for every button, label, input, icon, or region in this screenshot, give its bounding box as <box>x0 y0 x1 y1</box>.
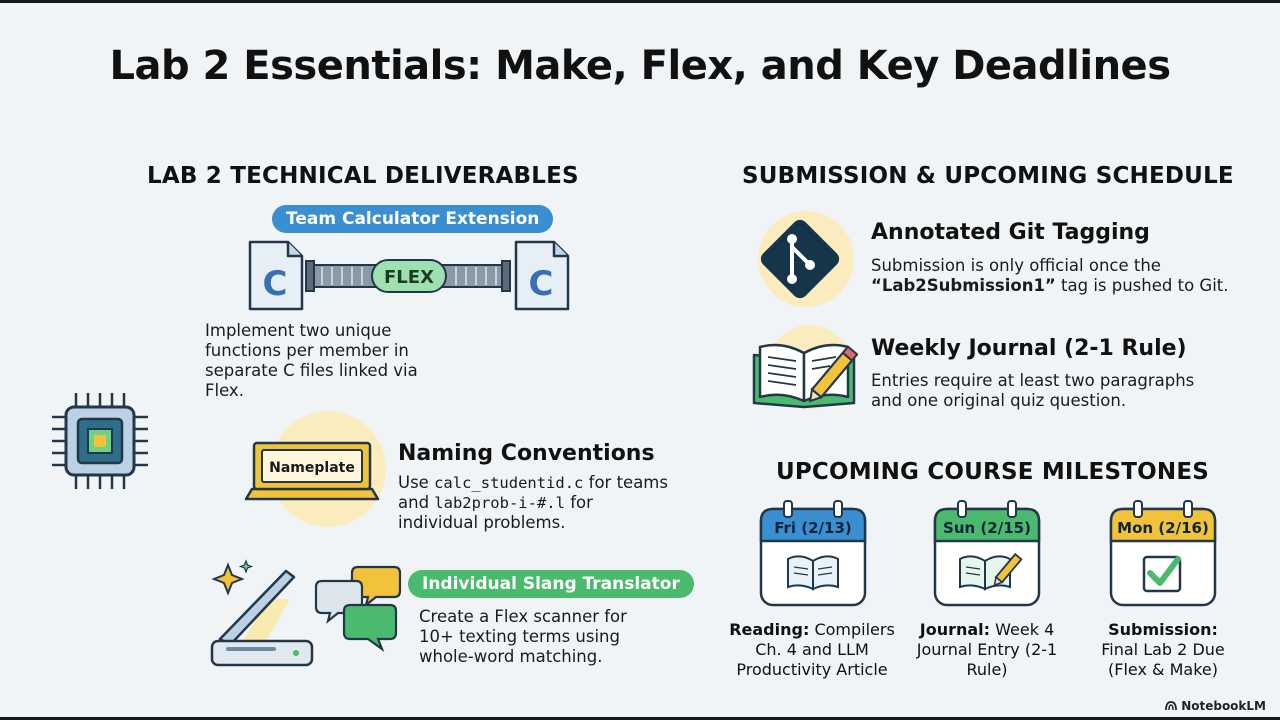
slang-translator-description: Create a Flex scanner for 10+ texting te… <box>419 607 627 666</box>
c-flex-link-illustration: C C FLEX <box>248 240 570 311</box>
naming-conventions-title: Naming Conventions <box>398 441 655 466</box>
individual-filename-code: lab2prob-i-#.l <box>434 494 565 512</box>
git-tagging-description: Submission is only official once the “La… <box>871 256 1229 295</box>
milestone-date: Fri (2/13) <box>774 519 852 537</box>
nameplate-icon: Nameplate <box>244 441 380 501</box>
milestone-date: Mon (2/16) <box>1117 519 1209 537</box>
calendar-card-sun: Sun (2/15) <box>933 500 1041 607</box>
journal-pencil-icon <box>959 552 1023 591</box>
flex-label: FLEX <box>384 267 434 288</box>
cpu-chip-icon <box>52 393 148 489</box>
chat-bubbles-icon <box>314 565 402 653</box>
open-book-pencil-icon <box>752 343 858 409</box>
notebooklm-watermark: NotebookLM <box>1165 699 1266 713</box>
c-file-icon: C <box>248 240 304 311</box>
submission-tag: “Lab2Submission1” <box>871 276 1056 295</box>
git-tagging-title: Annotated Git Tagging <box>871 220 1150 245</box>
submission-heading: SUBMISSION & UPCOMING SCHEDULE <box>742 163 1234 189</box>
weekly-journal-description: Entries require at least two paragraphs … <box>871 371 1195 410</box>
milestone-label-fri: Reading: Compilers Ch. 4 and LLM Product… <box>729 620 895 679</box>
book-icon <box>787 555 839 591</box>
weekly-journal-title: Weekly Journal (2-1 Rule) <box>871 336 1187 361</box>
naming-conventions-description: Use calc_studentid.c for teams and lab2p… <box>398 473 668 532</box>
svg-text:C: C <box>263 264 288 304</box>
milestones-heading: UPCOMING COURSE MILESTONES <box>776 459 1209 485</box>
scanner-chat-illustration <box>210 559 402 667</box>
milestone-label-mon: Submission:Final Lab 2 Due (Flex & Make) <box>1101 620 1225 679</box>
milestone-label-sun: Journal: Week 4 Journal Entry (2-1 Rule) <box>916 620 1058 679</box>
scanner-icon <box>210 569 314 667</box>
deliverables-heading: LAB 2 TECHNICAL DELIVERABLES <box>147 163 579 189</box>
checkbox-check-icon <box>1142 555 1182 593</box>
svg-text:C: C <box>529 264 554 304</box>
slang-translator-pill: Individual Slang Translator <box>408 570 694 598</box>
git-icon <box>760 219 840 299</box>
team-filename-code: calc_studentid.c <box>434 474 584 492</box>
milestone-date: Sun (2/15) <box>943 519 1031 537</box>
team-calculator-description: Implement two unique functions per membe… <box>205 321 418 400</box>
svg-text:Nameplate: Nameplate <box>269 460 355 476</box>
calendar-card-mon: Mon (2/16) <box>1109 500 1217 607</box>
sparkle-icon <box>211 559 254 596</box>
calendar-card-fri: Fri (2/13) <box>759 500 867 607</box>
page-title: Lab 2 Essentials: Make, Flex, and Key De… <box>109 43 1171 89</box>
c-file-icon: C <box>514 240 570 311</box>
team-calculator-pill: Team Calculator Extension <box>272 205 554 233</box>
notebooklm-logo-icon <box>1165 701 1178 711</box>
